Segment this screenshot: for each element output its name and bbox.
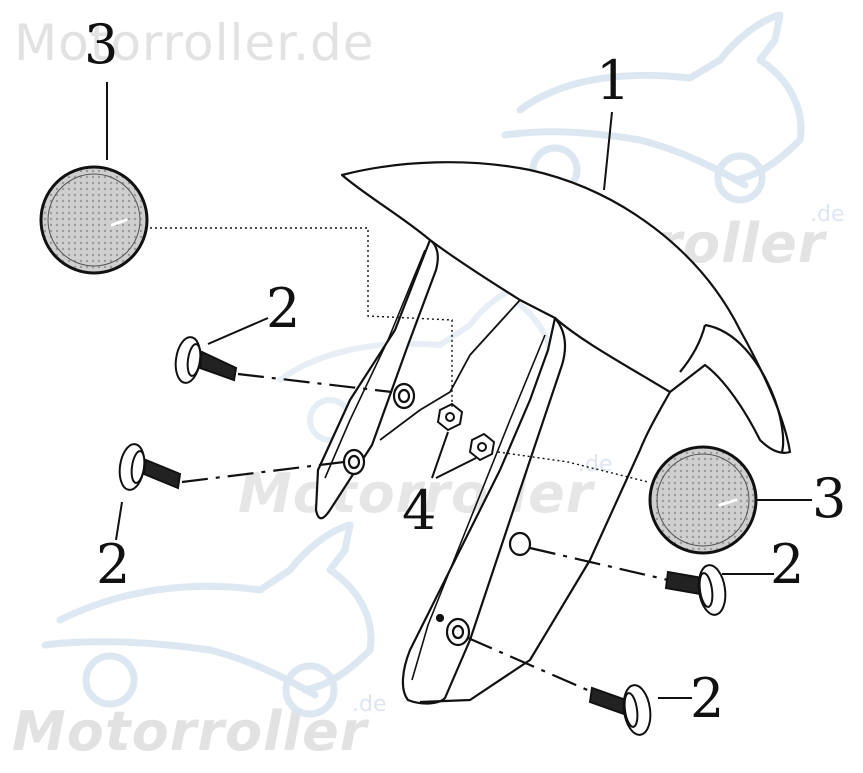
reflector-leader-lines — [150, 227, 649, 483]
nut-lower — [468, 432, 496, 462]
front-fender — [314, 161, 792, 705]
callout-3-top: 3 — [84, 13, 119, 76]
nut-upper — [436, 402, 464, 432]
watermark-middle: Motorroller — [238, 462, 594, 525]
watermark-middle-suffix: .de — [578, 452, 613, 477]
callout-4: 4 — [402, 479, 437, 542]
callout-2-upper-left: 2 — [266, 277, 301, 340]
watermark-scooter-right — [501, 11, 805, 204]
callout-1: 1 — [596, 49, 631, 112]
screw-upper-left — [174, 336, 238, 384]
screw-right-lower — [588, 684, 652, 736]
callout-3-right: 3 — [812, 467, 847, 530]
watermark-bottom-suffix: .de — [352, 692, 387, 717]
callout-2-right-lower: 2 — [690, 667, 725, 730]
reflector-right — [648, 445, 758, 555]
reflector-top-left — [39, 165, 149, 275]
watermark-scooter-left — [41, 521, 375, 718]
callout-2-right-upper: 2 — [770, 533, 805, 596]
callout-2-lower-left: 2 — [96, 533, 131, 596]
watermark-top: Motorroller.de — [14, 14, 375, 72]
watermark-right-suffix: .de — [810, 202, 845, 227]
screw-lower-left — [118, 443, 182, 491]
callout-leaders — [106, 82, 812, 699]
assembly-lines — [181, 372, 669, 694]
screw-right-upper — [664, 564, 727, 616]
